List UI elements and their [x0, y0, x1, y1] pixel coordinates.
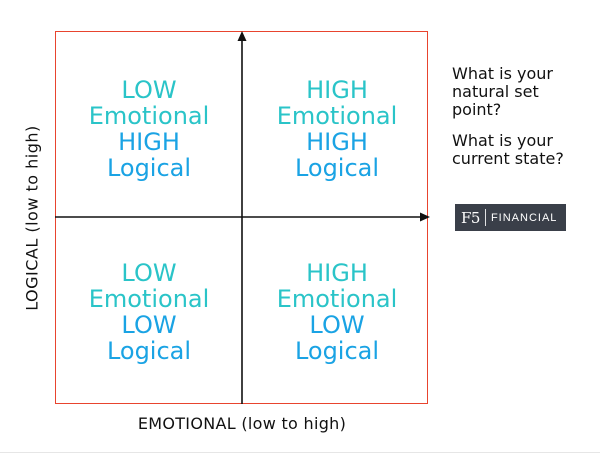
- quadrant-emotional-level: LOW: [121, 259, 177, 287]
- logo-divider: [484, 209, 486, 226]
- logo-wordmark: FINANCIAL: [490, 211, 558, 224]
- quadrant-logical-level: LOW: [309, 311, 365, 339]
- quadrant-logical-word: Logical: [106, 154, 192, 182]
- vertical-axis-arrowhead: [237, 31, 247, 41]
- horizontal-axis-arrowhead: [420, 212, 430, 222]
- set-point-question: What is your natural set point?: [452, 64, 553, 119]
- quadrant-emotional-level: HIGH: [306, 259, 368, 287]
- quadrant-emotional-level: LOW: [121, 76, 177, 104]
- quadrant-logical-level: HIGH: [118, 128, 180, 156]
- quadrant-logical-word: Logical: [294, 337, 380, 365]
- quadrant-emotional-word: Emotional: [88, 285, 210, 313]
- quadrant-logical-word: Logical: [294, 154, 380, 182]
- quadrant-logical-level: LOW: [121, 311, 177, 339]
- quadrant-top-left: LOW Emotional HIGH Logical: [64, 77, 234, 181]
- current-state-question: What is your current state?: [452, 131, 564, 168]
- y-axis-label: LOGICAL (low to high): [22, 125, 42, 311]
- bottom-divider: [0, 452, 600, 453]
- quadrant-emotional-word: Emotional: [88, 102, 210, 130]
- quadrant-logical-word: Logical: [106, 337, 192, 365]
- quadrant-emotional-word: Emotional: [276, 102, 398, 130]
- quadrant-emotional-word: Emotional: [276, 285, 398, 313]
- logo-mark: F5: [461, 208, 480, 227]
- quadrant-bottom-right: HIGH Emotional LOW Logical: [252, 260, 422, 364]
- f5-financial-logo: F5 FINANCIAL: [455, 204, 566, 231]
- quadrant-bottom-left: LOW Emotional LOW Logical: [64, 260, 234, 364]
- quadrant-emotional-level: HIGH: [306, 76, 368, 104]
- x-axis-label: EMOTIONAL (low to high): [137, 414, 347, 433]
- quadrant-logical-level: HIGH: [306, 128, 368, 156]
- quadrant-top-right: HIGH Emotional HIGH Logical: [252, 77, 422, 181]
